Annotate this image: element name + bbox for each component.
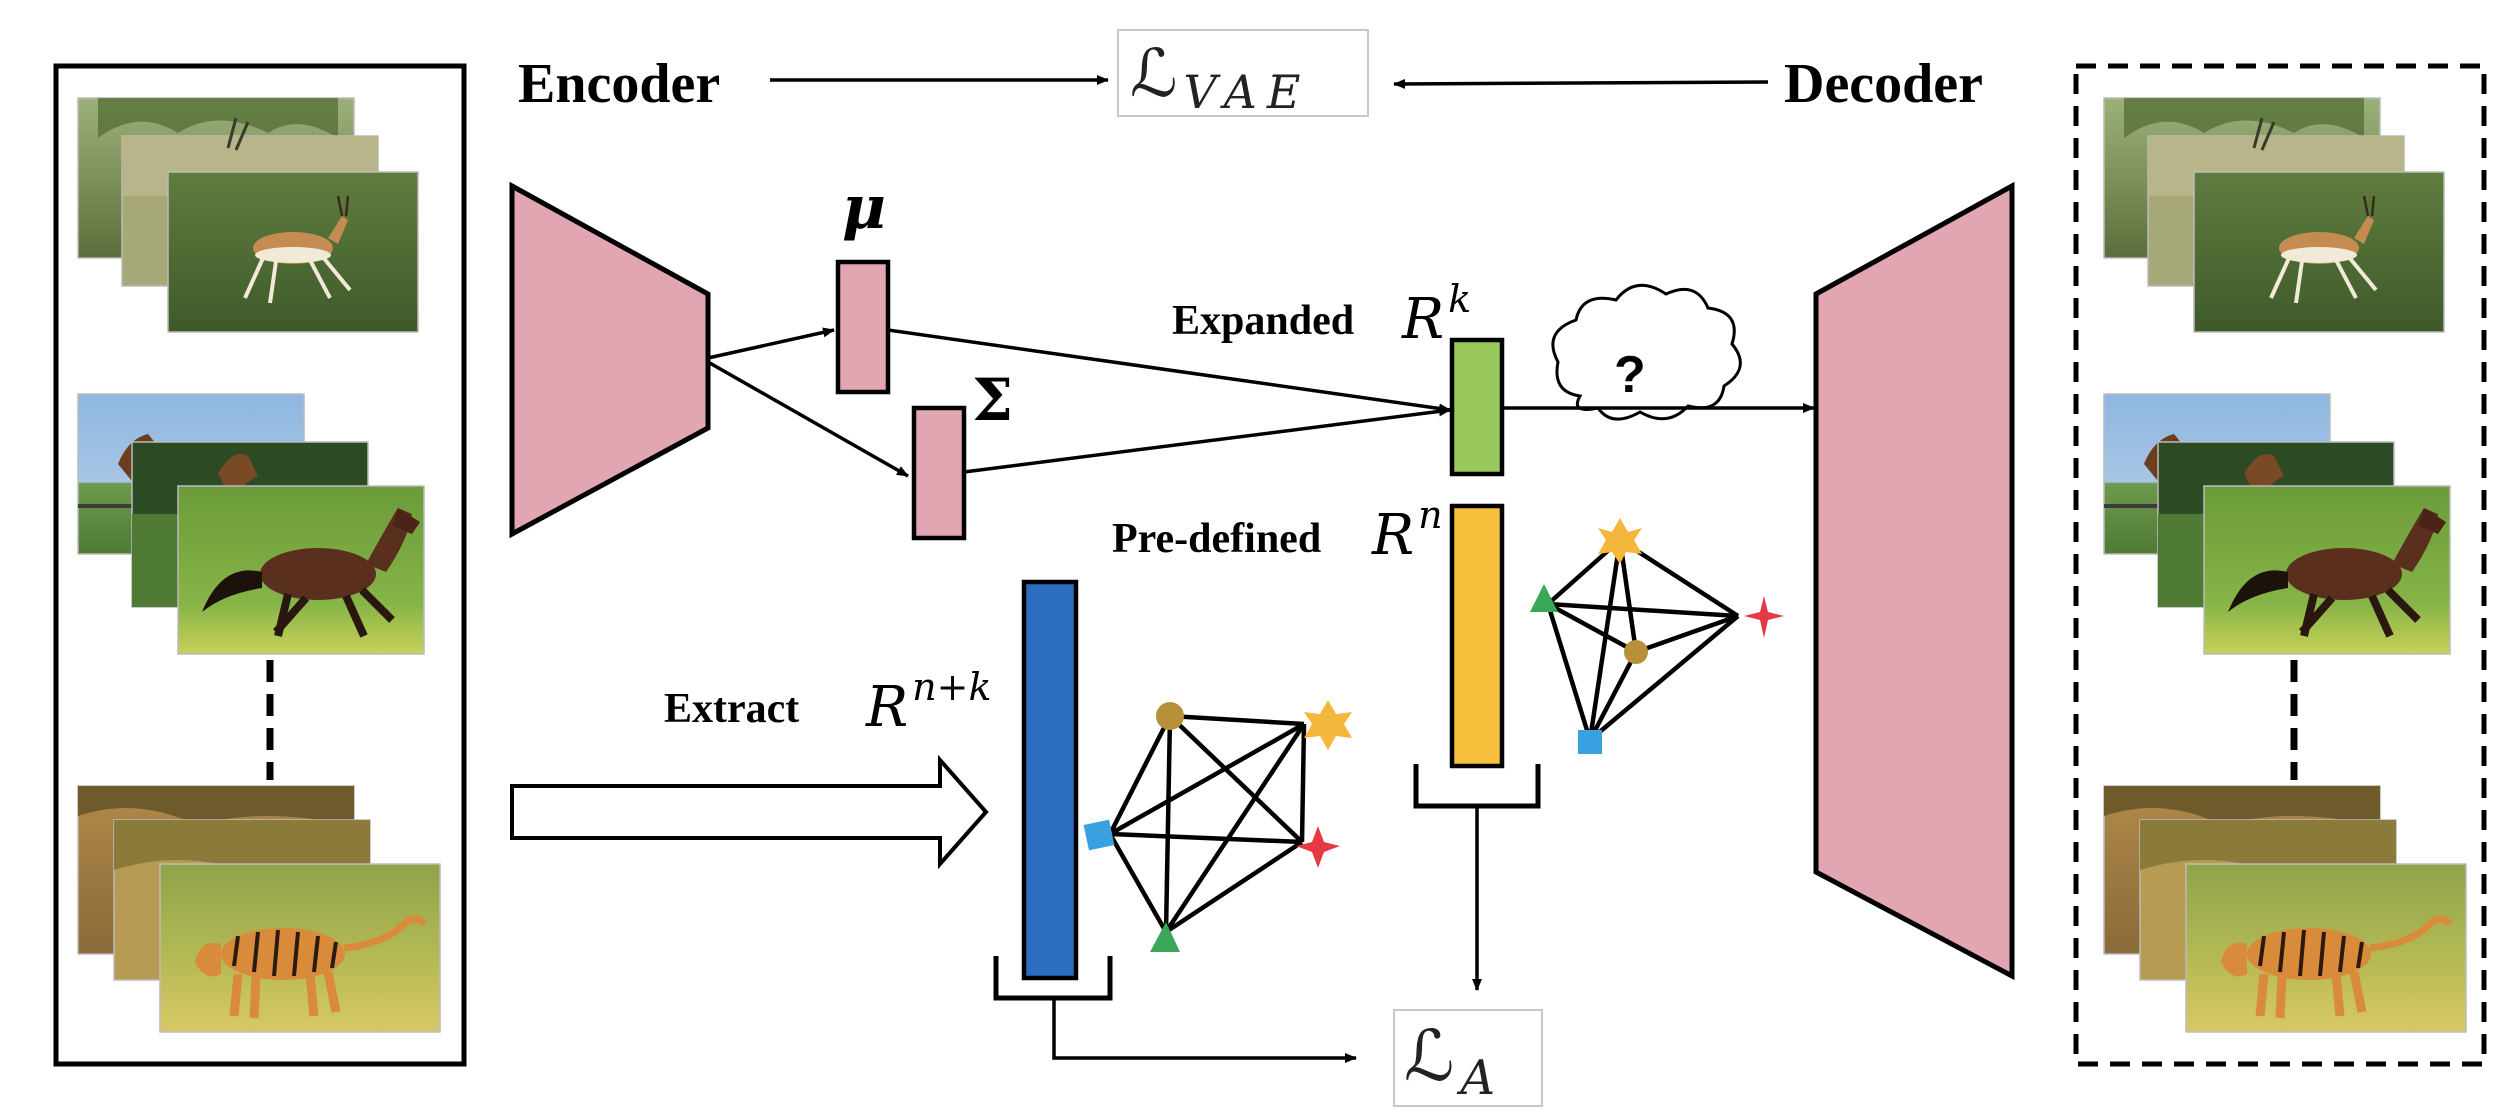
encoder-block bbox=[509, 181, 711, 539]
output-image-gazelle bbox=[2102, 96, 2446, 334]
extract-node-star-icon bbox=[1304, 700, 1352, 750]
extract-label: Extract bbox=[664, 686, 799, 732]
svg-text:ℒA: ℒA bbox=[1404, 1015, 1495, 1106]
input-image-gazelle bbox=[76, 96, 420, 334]
extract-node-square-icon bbox=[1083, 819, 1115, 851]
extract-node-cross-icon bbox=[1296, 826, 1340, 868]
graph-node-star-icon bbox=[1598, 518, 1642, 564]
sigma-bar bbox=[911, 405, 967, 541]
extract-arrow bbox=[510, 754, 989, 870]
output-image-tiger bbox=[2104, 786, 2466, 1032]
graph-node-cross-icon bbox=[1744, 596, 1784, 638]
input-image-horse bbox=[78, 394, 424, 654]
expanded-label: Expanded bbox=[1172, 298, 1354, 344]
graph-node-circle-icon bbox=[1624, 640, 1648, 664]
graph-node-triangle-icon bbox=[1530, 584, 1558, 612]
sigma-label: Σ bbox=[972, 366, 1013, 434]
expanded-bar bbox=[1449, 337, 1505, 477]
encoder-label: Encoder bbox=[518, 53, 720, 115]
sigma-to-expanded-line bbox=[963, 406, 1451, 474]
extract-node-circle-icon bbox=[1156, 702, 1184, 730]
graph-node-square-icon bbox=[1578, 730, 1602, 754]
input-image-tiger bbox=[78, 786, 440, 1032]
extract-graph bbox=[1083, 700, 1352, 952]
encoder-to-sigma-arrow bbox=[707, 360, 909, 478]
decoder-to-vae-arrow bbox=[1393, 78, 1769, 89]
output-panel bbox=[2073, 63, 2487, 1067]
input-panel bbox=[53, 63, 467, 1067]
extract-node-triangle-icon bbox=[1150, 922, 1180, 952]
alignment-loss-symbol: ℒ bbox=[1404, 1015, 1454, 1097]
unknown-cloud: ? bbox=[1551, 283, 1742, 421]
predefined-bracket bbox=[1413, 764, 1541, 809]
mu-label: μ bbox=[842, 173, 886, 243]
extract-bar bbox=[1021, 579, 1079, 981]
vae-loss-subscript: VAE bbox=[1184, 65, 1311, 119]
mu-bar bbox=[835, 259, 891, 395]
unknown-mark: ? bbox=[1614, 346, 1646, 404]
output-image-horse bbox=[2104, 394, 2450, 654]
alignment-loss-subscript: A bbox=[1456, 1050, 1495, 1106]
predefined-label: Pre-defined bbox=[1112, 516, 1321, 562]
decoder-block bbox=[1813, 181, 2015, 981]
decoder-label: Decoder bbox=[1784, 53, 1983, 115]
vae-loss-symbol: ℒ bbox=[1130, 35, 1178, 112]
encoder-to-mu-arrow bbox=[707, 327, 835, 360]
mu-to-expanded-line bbox=[887, 328, 1451, 414]
predefined-bar bbox=[1449, 503, 1505, 769]
predefined-graph bbox=[1530, 518, 1784, 754]
extract-to-align-arrow bbox=[1052, 998, 1357, 1063]
